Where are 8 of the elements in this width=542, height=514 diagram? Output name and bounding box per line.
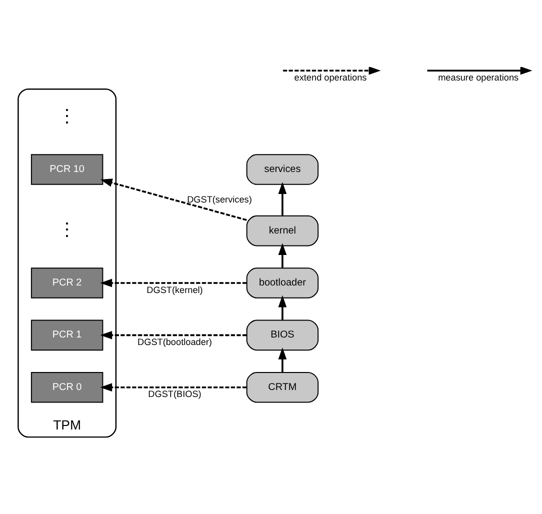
edge-label: DGST(BIOS) [148, 389, 202, 400]
legend-label: extend operations [294, 72, 367, 82]
legend-label: measure operations [438, 72, 519, 82]
edge-label: DGST(kernel) [146, 284, 203, 295]
label: ⋮ [58, 106, 76, 126]
edge-label: DGST(services) [187, 194, 252, 204]
edge-label: DGST(bootloader) [138, 336, 212, 347]
label: ⋮ [58, 219, 76, 240]
